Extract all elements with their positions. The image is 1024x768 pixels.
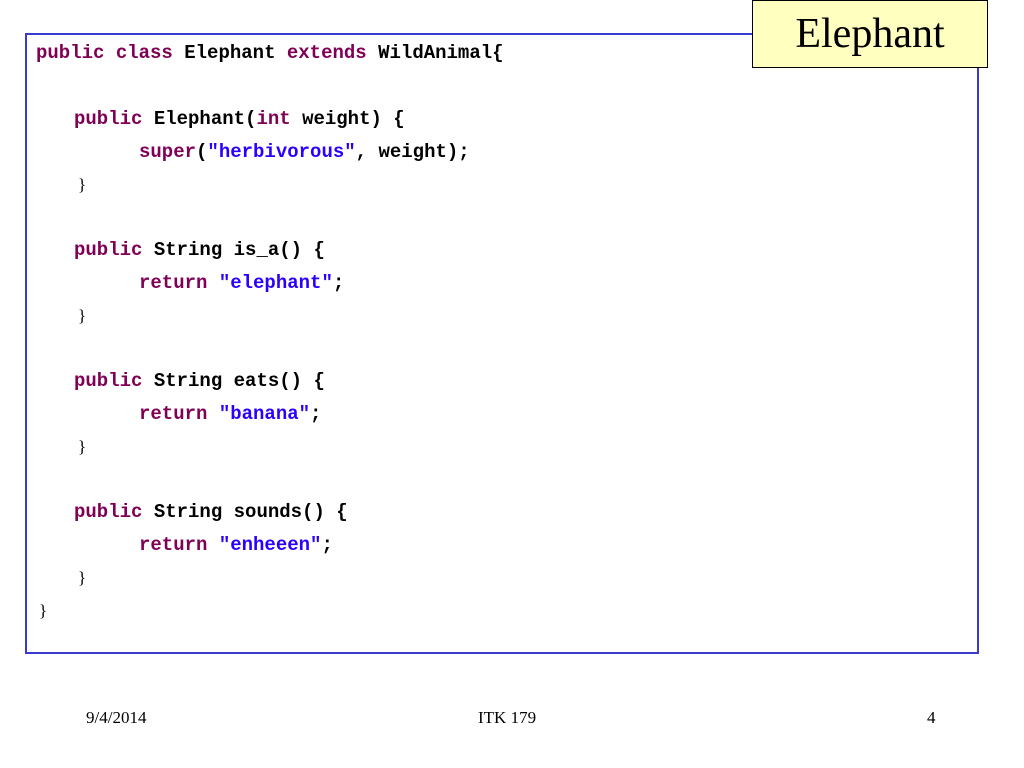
keyword: public xyxy=(74,501,143,523)
code-text: Elephant( xyxy=(153,108,257,130)
closing-brace: } xyxy=(78,306,87,325)
code-text: String eats() { xyxy=(153,370,325,392)
code-line-constructor: public Elephant(int weight) { xyxy=(74,108,405,130)
string-literal: "enheeen" xyxy=(218,534,322,556)
code-text: , weight); xyxy=(355,141,470,163)
code-line-sounds-method: public String sounds() { xyxy=(74,501,348,523)
code-line-super-call: super("herbivorous", weight); xyxy=(139,141,470,163)
keyword: public xyxy=(74,370,143,392)
keyword: int xyxy=(256,108,291,130)
keyword: extends xyxy=(286,42,367,64)
code-line-return-elephant: return "elephant"; xyxy=(139,272,344,294)
code-text: ; xyxy=(321,534,333,556)
code-listing xyxy=(25,33,979,654)
code-line-is-a-method: public String is_a() { xyxy=(74,239,325,261)
closing-brace: } xyxy=(78,437,87,456)
slide-title: Elephant xyxy=(752,0,988,68)
code-text: String sounds() { xyxy=(153,501,348,523)
footer-page-number: 4 xyxy=(927,708,936,727)
keyword: public xyxy=(74,108,143,130)
code-text: weight) { xyxy=(302,108,405,130)
footer-course: ITK 179 xyxy=(478,708,537,727)
closing-brace: } xyxy=(39,601,48,620)
keyword: super xyxy=(139,141,197,163)
code-text: ( xyxy=(196,141,208,163)
keyword: class xyxy=(115,42,173,64)
closing-brace: } xyxy=(78,175,87,194)
code-text: WildAnimal{ xyxy=(378,42,504,64)
code-line-class-declaration: public class Elephant extends WildAnimal… xyxy=(36,42,504,64)
code-line-return-banana: return "banana"; xyxy=(139,403,321,425)
code-text: String is_a() { xyxy=(153,239,325,261)
keyword: return xyxy=(139,272,208,294)
keyword: return xyxy=(139,534,208,556)
code-line-return-enheeen: return "enheeen"; xyxy=(139,534,333,556)
code-text: Elephant xyxy=(184,42,276,64)
string-literal: "elephant" xyxy=(218,272,333,294)
code-text: ; xyxy=(332,272,345,294)
string-literal: "banana" xyxy=(218,403,311,425)
keyword: public xyxy=(36,42,105,64)
keyword: return xyxy=(139,403,208,425)
code-text: ; xyxy=(310,403,322,425)
keyword: public xyxy=(74,239,143,261)
slide-title-text: Elephant xyxy=(795,11,945,57)
string-literal: "herbivorous" xyxy=(207,141,356,163)
closing-brace: } xyxy=(78,568,87,587)
footer-date: 9/4/2014 xyxy=(86,708,147,727)
code-line-eats-method: public String eats() { xyxy=(74,370,325,392)
